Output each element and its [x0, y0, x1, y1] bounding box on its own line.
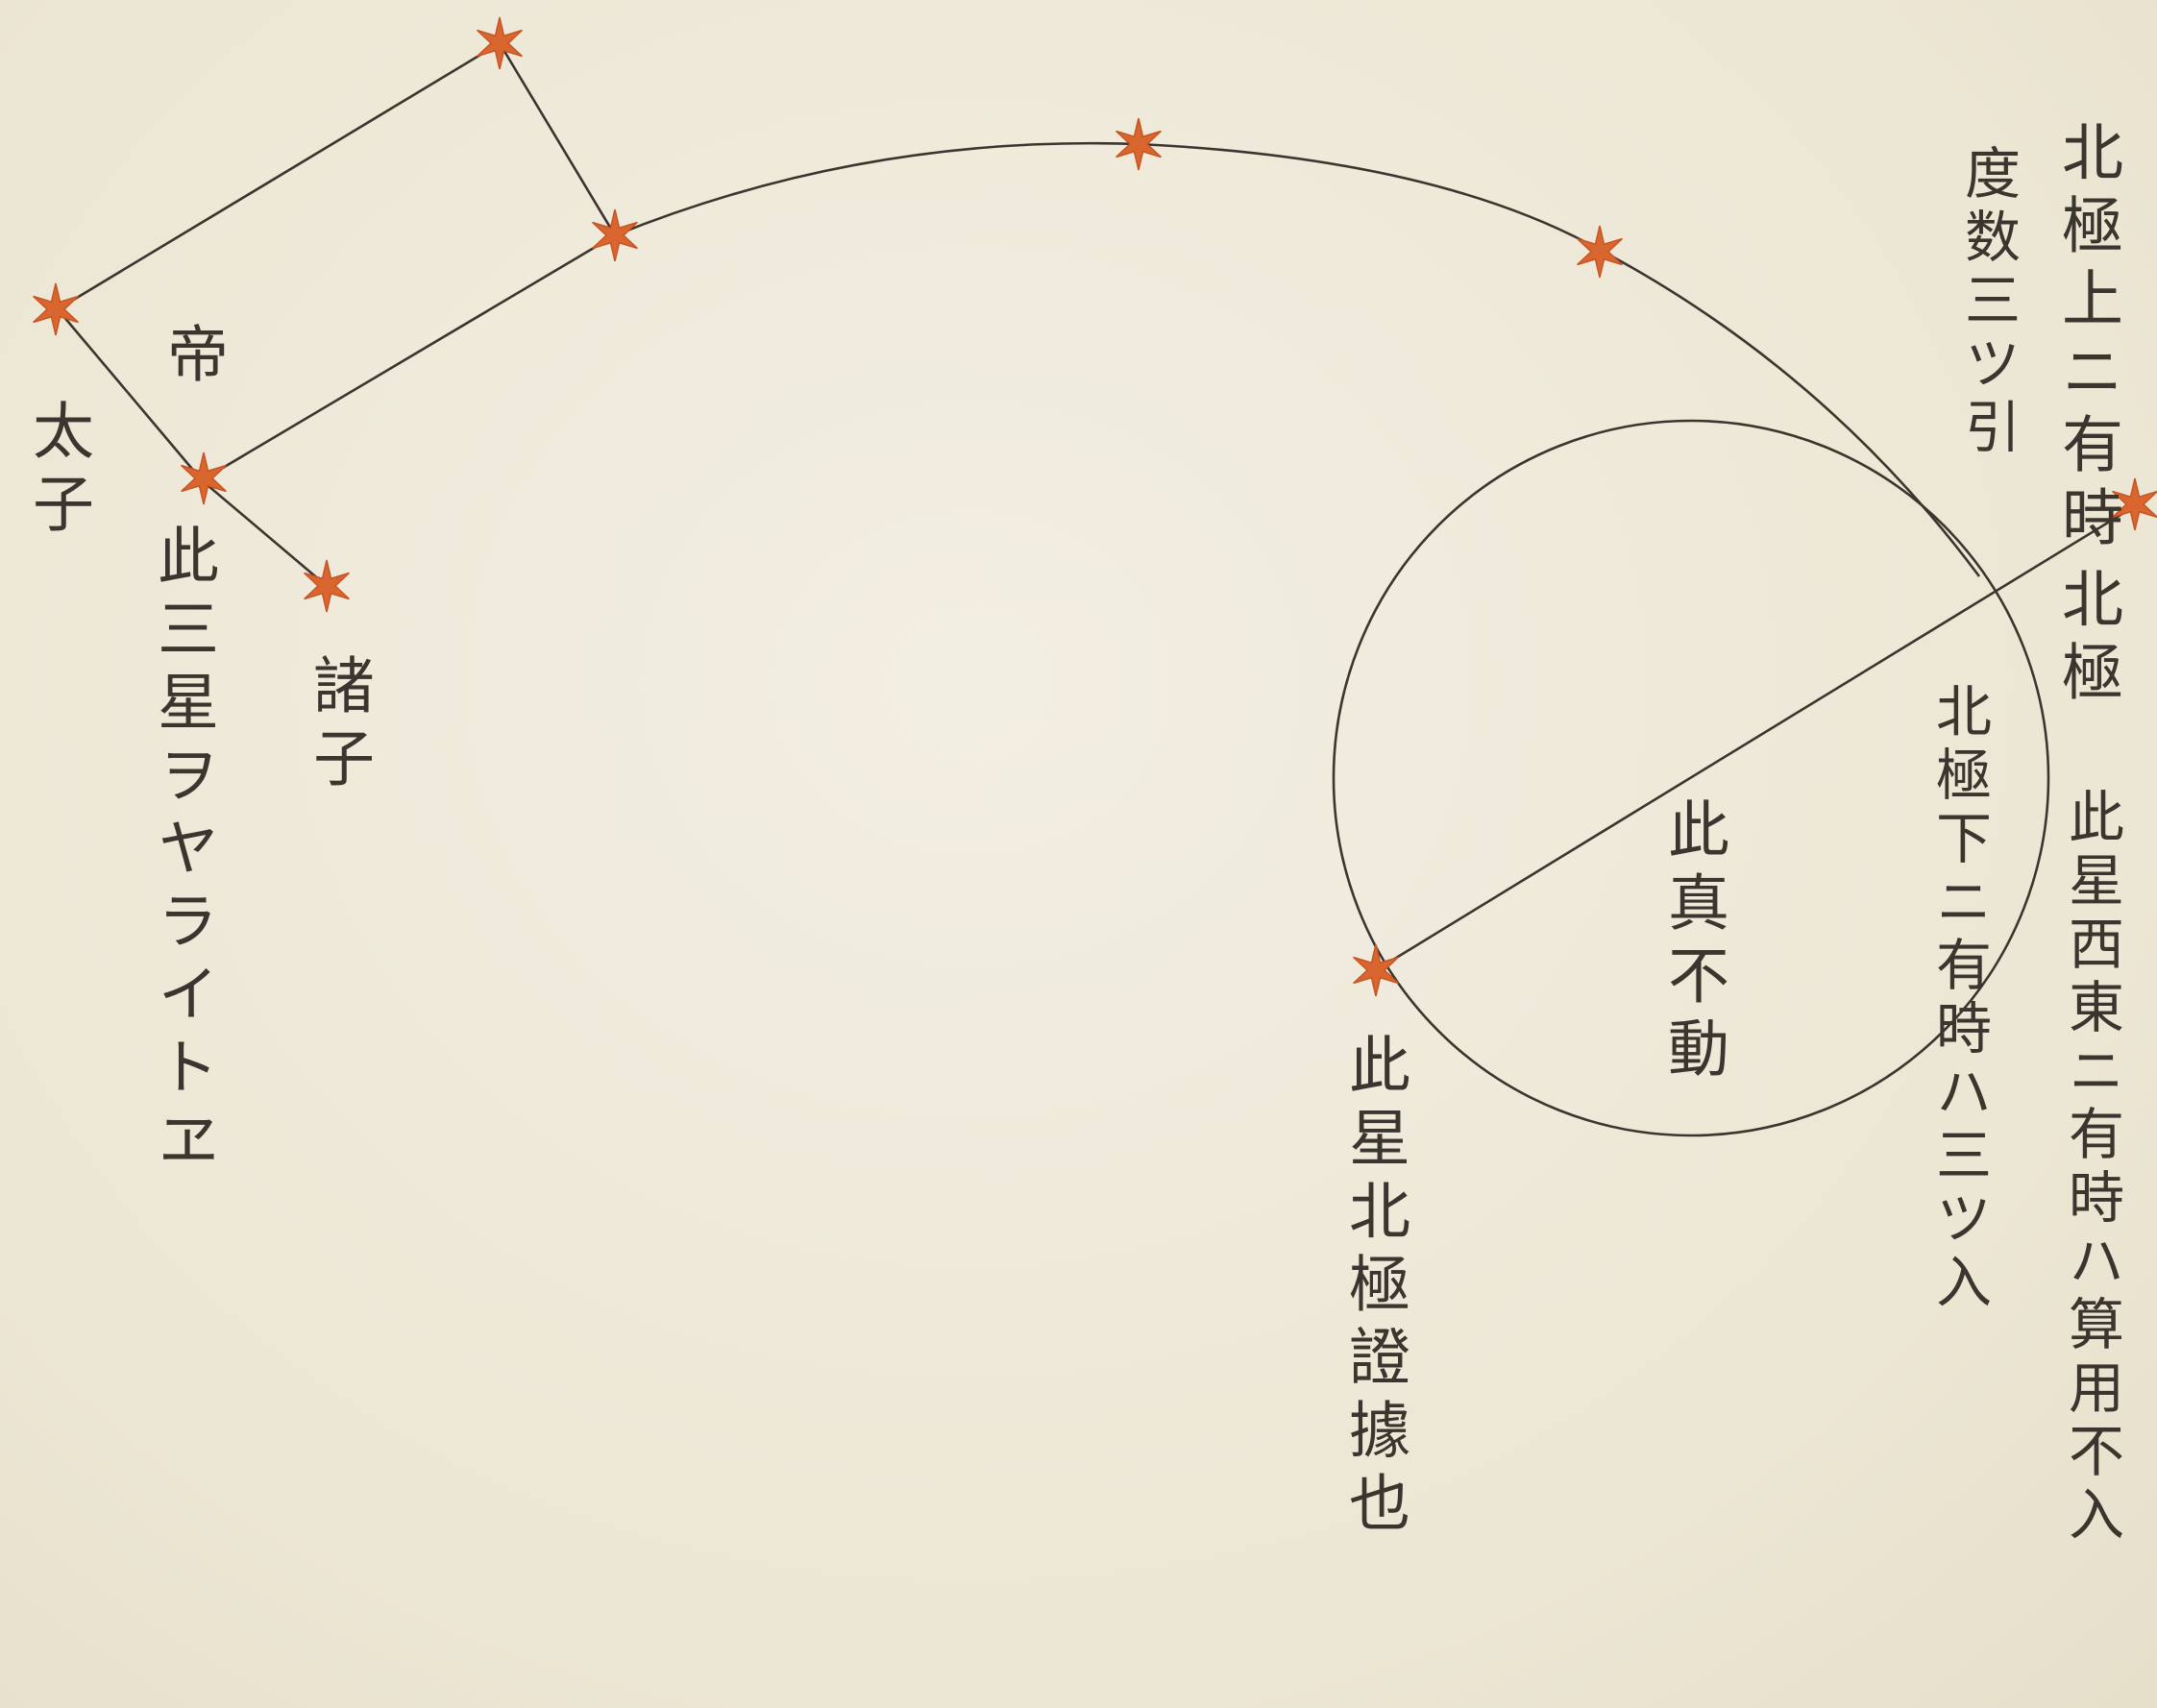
line-bowl-star-to-mikado	[201, 233, 616, 482]
star-mikado	[181, 451, 227, 505]
line-mikado-to-shoshi	[201, 479, 328, 587]
label-evidence: 此星北極證據也	[1338, 1033, 1409, 1544]
label-north-pole-below: 北極下ニ有時ハ三ツ入	[1926, 682, 1992, 1316]
line-top-star-to-bowl-star	[498, 42, 617, 236]
star-shoshi	[304, 559, 350, 613]
label-north-pole: 北極	[2051, 567, 2122, 713]
star-bowl	[592, 208, 638, 262]
pole-axis-line	[1375, 502, 2139, 972]
label-mikado: 帝	[157, 322, 228, 395]
label-three-stars: 此三星ヲヤライトヱ	[147, 524, 218, 1181]
label-degree-pull: 度数三ツ引	[1955, 144, 2021, 461]
handle-arc	[614, 141, 1981, 577]
line-mikado-to-taishi	[57, 308, 203, 481]
pole-circle	[1332, 419, 2050, 1137]
label-shoshi: 諸子	[303, 653, 374, 799]
star-taishi	[33, 282, 79, 336]
star-top	[477, 16, 523, 70]
star-handle-middle	[1115, 117, 1162, 171]
label-true-immobile: 此真不動	[1657, 797, 1728, 1089]
label-east-west: 此星西東ニ有時ハ算用不入	[2059, 788, 2124, 1549]
star-circle-bottom	[1353, 943, 1399, 997]
line-taishi-to-top-star	[57, 41, 501, 311]
star-north-pole	[2112, 477, 2157, 531]
star-handle-right	[1577, 225, 1623, 279]
label-north-pole-above: 北極上ニ有時	[2051, 120, 2122, 558]
label-taishi: 太子	[22, 399, 93, 545]
